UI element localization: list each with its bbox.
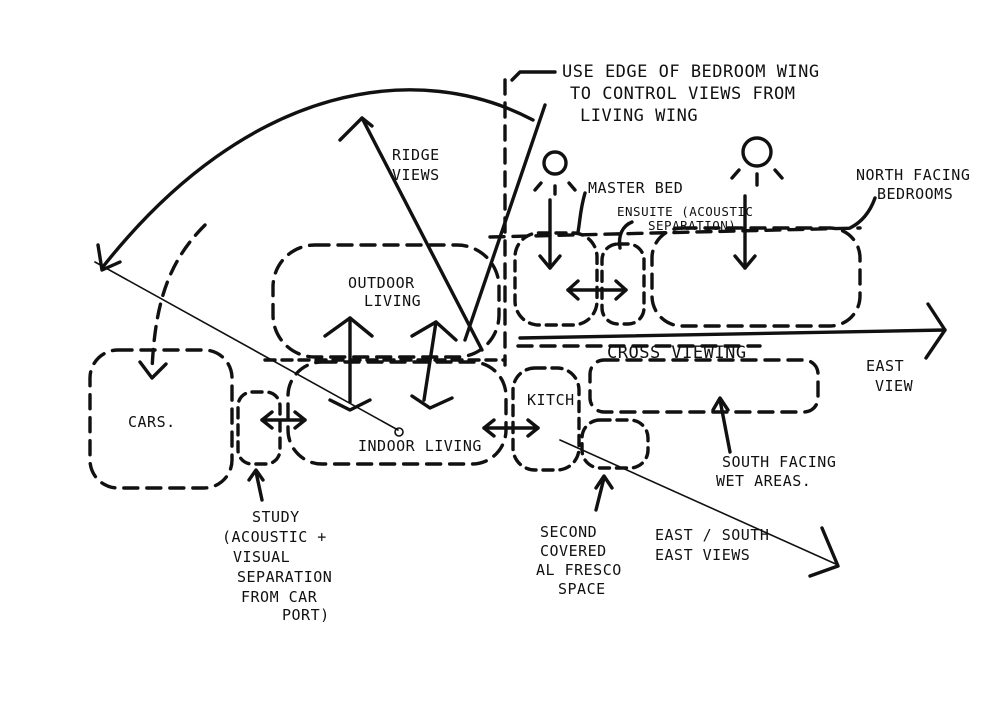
cars-zone <box>88 348 234 490</box>
bedrooms-leader <box>848 196 877 230</box>
bedroom-wing-note: USE EDGE OF BEDROOM WING TO CONTROL VIEW… <box>562 62 830 126</box>
indoor-living-zone <box>286 360 508 466</box>
leader-arrow-icon <box>711 396 732 454</box>
cross-viewing-label: CROSS VIEWING <box>607 343 747 363</box>
sun-icon <box>533 150 577 196</box>
bedrooms-zone <box>650 226 862 328</box>
alfresco-zone <box>580 418 650 470</box>
ensuite-zone <box>600 242 646 326</box>
master-bed-leader <box>576 191 587 234</box>
kitchen-label: KITCH. <box>527 391 584 409</box>
sun-icon <box>730 136 784 187</box>
outdoor-living-zone <box>271 243 501 359</box>
double-arrow-icon <box>482 418 540 438</box>
north-bedrooms-label: NORTH FACING BEDROOMS <box>856 166 980 203</box>
ridge-views-label: RIDGE VIEWS <box>392 146 449 184</box>
study-zone <box>236 390 282 466</box>
south-east-view-arrow-icon <box>559 439 840 578</box>
indoor-living-label: INDOOR LIVING <box>358 437 482 455</box>
second-alfresco-label: SECOND COVERED AL FRESCO SPACE <box>536 523 631 598</box>
south-wet-areas-label: SOUTH FACING WET AREAS. <box>716 453 846 490</box>
east-view-label: EAST VIEW <box>866 357 914 395</box>
sun-arrow-icon <box>538 198 562 270</box>
study-label: STUDY (ACOUSTIC + VISUAL SEPARATION FROM… <box>222 508 342 624</box>
kitchen-zone <box>511 366 581 472</box>
sun-arrow-icon <box>733 194 757 270</box>
east-south-views-label: EAST / SOUTH EAST VIEWS <box>655 526 779 564</box>
cars-label: CARS. <box>128 413 176 431</box>
double-arrow-icon <box>410 320 458 410</box>
note-pointer <box>510 70 557 82</box>
ensuite-leader <box>617 220 634 250</box>
double-arrow-icon <box>260 410 307 430</box>
east-view-arrow-icon <box>518 302 947 360</box>
double-arrow-icon <box>323 316 374 412</box>
outdoor-living-label: OUTDOOR LIVING <box>348 274 424 310</box>
leader-arrow-icon <box>594 474 614 512</box>
ensuite-label: ENSUITE (ACOUSTIC SEPARATION) <box>617 204 761 233</box>
ridge-view-arrow-icon <box>338 116 484 352</box>
master-bed-zone <box>513 231 599 327</box>
south-wet-areas-zone <box>588 358 820 414</box>
view-arc-arrow-icon <box>96 88 535 380</box>
double-arrow-icon <box>566 279 628 301</box>
master-bed-label: MASTER BED <box>588 179 683 197</box>
control-view-line <box>463 103 547 342</box>
leader-arrow-icon <box>247 468 265 502</box>
sight-line <box>94 261 399 431</box>
viewpoint-icon <box>394 427 404 437</box>
